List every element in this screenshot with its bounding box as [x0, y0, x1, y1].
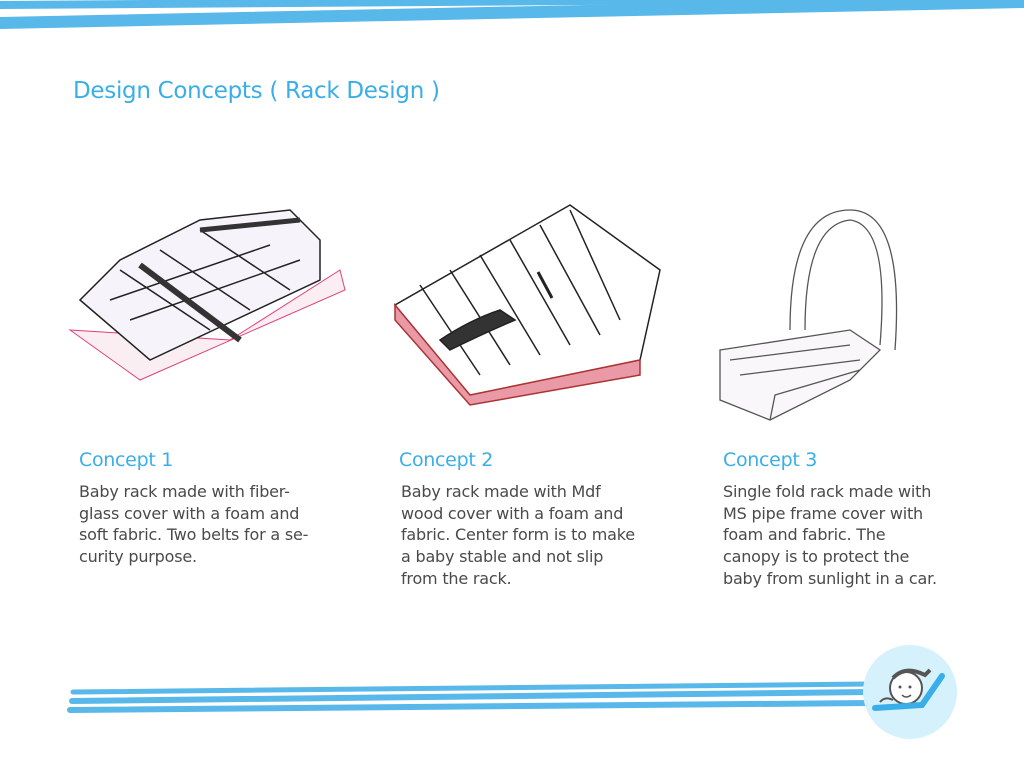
text-line: wood cover with a foam and — [401, 503, 624, 523]
text-line: from the rack. — [401, 568, 512, 588]
concept-1-sketch — [68, 209, 346, 381]
concept-2-sketch — [393, 204, 661, 406]
bottom-stripes — [67, 681, 873, 713]
text-line: baby from sunlight in a car. — [723, 568, 937, 588]
text-line: fabric. Center form is to make — [401, 525, 635, 545]
concept-2-heading: Concept 2 — [399, 449, 494, 471]
top-stripes — [0, 0, 1024, 29]
concept-1-description: Baby rack made with fiber- glass cover w… — [79, 481, 379, 568]
text-line: glass cover with a foam and — [79, 503, 300, 523]
concept-3-description: Single fold rack made with MS pipe frame… — [723, 481, 1023, 590]
concept-3-heading: Concept 3 — [723, 449, 818, 471]
text-line: Baby rack made with fiber- — [79, 482, 290, 501]
text-line: MS pipe frame cover with — [723, 503, 923, 523]
text-line: soft fabric. Two belts for a se- — [79, 525, 309, 545]
concept-3-sketch — [719, 209, 898, 421]
baby-logo — [863, 645, 957, 739]
text-line: Single fold rack made with — [723, 482, 932, 501]
text-line: a baby stable and not slip — [401, 547, 604, 567]
text-line: canopy is to protect the — [723, 547, 910, 567]
slide-title: Design Concepts ( Rack Design ) — [73, 78, 440, 104]
concept-1-heading: Concept 1 — [79, 449, 174, 471]
text-line: foam and fabric. The — [723, 525, 886, 545]
text-line: Baby rack made with Mdf — [401, 482, 601, 501]
concept-2-description: Baby rack made with Mdf wood cover with … — [401, 481, 701, 590]
text-line: curity purpose. — [79, 547, 197, 567]
